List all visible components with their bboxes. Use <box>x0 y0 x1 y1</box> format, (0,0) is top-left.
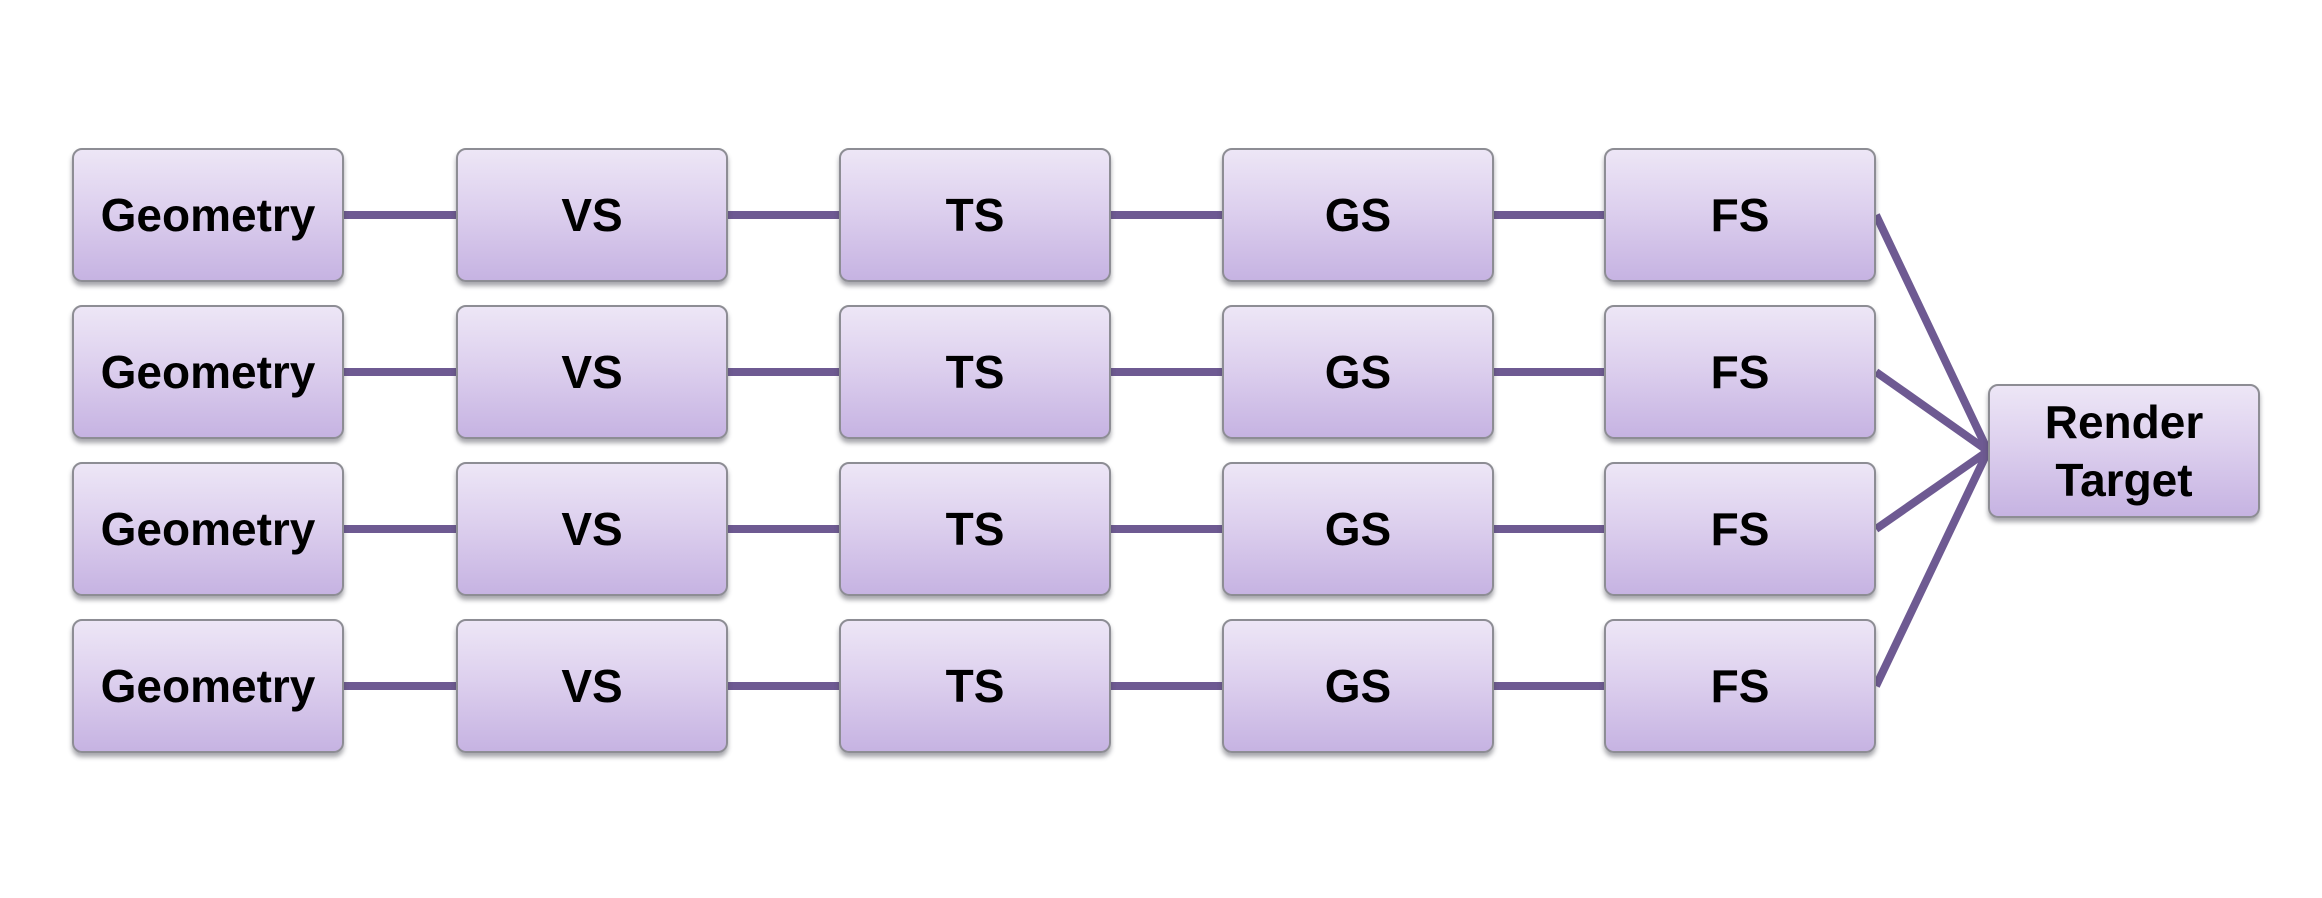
stage-box-fs-row-2: FS <box>1604 305 1876 439</box>
stage-box-gs-row-3: GS <box>1222 462 1494 596</box>
stage-label: Geometry <box>100 660 316 712</box>
stage-label: VS <box>561 189 623 241</box>
stage-label: VS <box>561 503 623 555</box>
stage-label: GS <box>1324 189 1392 241</box>
stage-label: GS <box>1324 503 1392 555</box>
stage-box-fs-row-4: FS <box>1604 619 1876 753</box>
stage-label: FS <box>1710 346 1770 398</box>
stage-label: Geometry <box>100 346 316 398</box>
stage-box-fs-row-3: FS <box>1604 462 1876 596</box>
stage-box-geometry-row-4: Geometry <box>72 619 344 753</box>
stage-label: GS <box>1324 346 1392 398</box>
stage-label: Geometry <box>100 189 316 241</box>
stage-label: VS <box>561 660 623 712</box>
stage-box-fs-row-1: FS <box>1604 148 1876 282</box>
stage-label: Geometry <box>100 503 316 555</box>
stage-box-ts-row-2: TS <box>839 305 1111 439</box>
connectors <box>344 211 1992 690</box>
stage-box-vs-row-1: VS <box>456 148 728 282</box>
stage-label: TS <box>945 346 1005 398</box>
stage-box-vs-row-2: VS <box>456 305 728 439</box>
stage-label: GS <box>1324 660 1392 712</box>
stage-box-geometry-row-3: Geometry <box>72 462 344 596</box>
stage-label: TS <box>945 189 1005 241</box>
stage-label: TS <box>945 503 1005 555</box>
stage-box-geometry-row-1: Geometry <box>72 148 344 282</box>
stage-label: FS <box>1710 189 1770 241</box>
stage-label: FS <box>1710 503 1770 555</box>
connector-row-4-fs-to-render-target <box>1872 449 1992 688</box>
connector-row-1-fs-to-render-target <box>1872 213 1992 453</box>
render-target-label: Render Target <box>2044 396 2204 506</box>
stage-box-gs-row-2: GS <box>1222 305 1494 439</box>
stage-box-gs-row-1: GS <box>1222 148 1494 282</box>
stage-label: FS <box>1710 660 1770 712</box>
connector-row-3-fs-to-render-target <box>1873 447 1991 533</box>
stage-box-geometry-row-2: Geometry <box>72 305 344 439</box>
stage-box-ts-row-1: TS <box>839 148 1111 282</box>
stage-box-ts-row-3: TS <box>839 462 1111 596</box>
stage-box-vs-row-3: VS <box>456 462 728 596</box>
stage-label: VS <box>561 346 623 398</box>
stage-label: TS <box>945 660 1005 712</box>
render-target-box: Render Target <box>1988 384 2260 518</box>
connector-row-2-fs-to-render-target <box>1873 368 1991 455</box>
stage-box-gs-row-4: GS <box>1222 619 1494 753</box>
stage-box-vs-row-4: VS <box>456 619 728 753</box>
stage-box-ts-row-4: TS <box>839 619 1111 753</box>
